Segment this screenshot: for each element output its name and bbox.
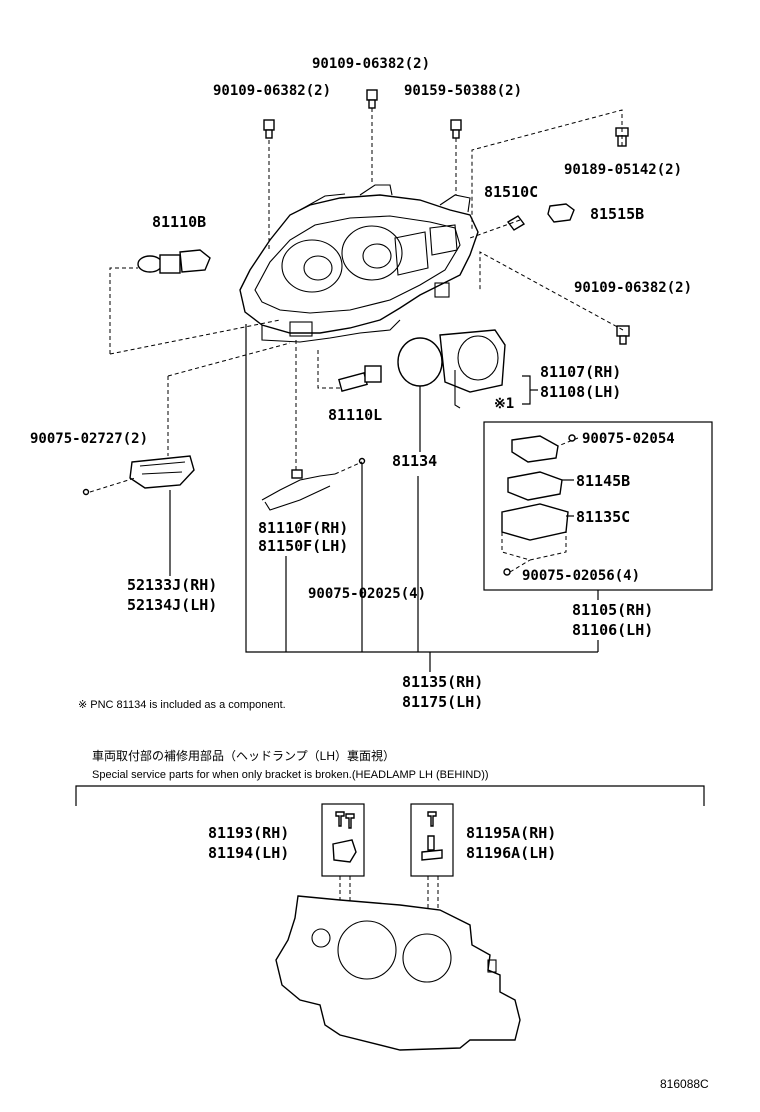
bolt-icon	[263, 119, 275, 139]
label-service-left-rh: 81193(RH)	[208, 824, 289, 842]
bolt-icon	[616, 325, 630, 345]
screw-icon	[335, 811, 355, 829]
screw-icon	[503, 568, 511, 576]
label-ballast-lh: 81106(LH)	[572, 621, 653, 639]
wire-harness-icon	[261, 469, 336, 511]
label-ballast-screw-bottom: 90075-02056(4)	[522, 568, 640, 584]
gasket-ring-icon	[397, 337, 443, 387]
label-service-right-rh: 81195A(RH)	[466, 824, 556, 842]
section-title-en: Special service parts for when only brac…	[92, 769, 489, 781]
label-top-bolt-left: 90109-06382(2)	[213, 83, 331, 99]
gasket-icon	[507, 471, 563, 501]
section-bracket-line	[75, 785, 705, 806]
figure-code: 816088C	[660, 1077, 709, 1091]
ballast-box-icon	[501, 503, 569, 561]
bracket-piece-icon	[332, 839, 357, 863]
screw-icon	[82, 488, 90, 496]
service-part-box-right	[410, 803, 454, 877]
bulb-icon	[547, 203, 575, 223]
headlamp-rear-view	[275, 895, 521, 1051]
label-ballast-cover: 81135C	[576, 508, 630, 526]
label-top-bolt-center: 90109-06382(2)	[312, 56, 430, 72]
label-wire-screw: 90075-02025(4)	[308, 586, 426, 602]
section-title-jp: 車両取付部の補修用部品（ヘッドランプ（LH）裏面視）	[92, 748, 395, 763]
bracket-piece-icon	[421, 835, 443, 861]
label-bulb-low: 81110L	[328, 406, 382, 424]
label-ballast-screw-top: 90075-02054	[582, 431, 675, 447]
label-bracket-lh: 52134J(LH)	[127, 596, 217, 614]
footnote: ※ PNC 81134 is included as a component.	[78, 699, 286, 711]
label-bracket-rh: 52133J(RH)	[127, 576, 217, 594]
headlamp-housing	[239, 184, 479, 343]
bolt-icon	[366, 89, 378, 109]
label-socket: 81510C	[484, 183, 538, 201]
label-ballast-gasket: 81145B	[576, 472, 630, 490]
label-wire-rh: 81110F(RH)	[258, 519, 348, 537]
label-left-screw: 90075-02727(2)	[30, 431, 148, 447]
label-ballast-rh: 81105(RH)	[572, 601, 653, 619]
label-bulb-high: 81110B	[152, 213, 206, 231]
label-service-left-lh: 81194(LH)	[208, 844, 289, 862]
label-assembly-rh: 81135(RH)	[402, 673, 483, 691]
leader-lines	[89, 108, 624, 672]
computer-unit-icon	[439, 329, 506, 409]
label-right-bolt: 90109-06382(2)	[574, 280, 692, 296]
service-part-box-left	[321, 803, 365, 877]
bracket-icon	[129, 455, 195, 489]
label-computer-lh: 81108(LH)	[540, 383, 621, 401]
screw-icon	[358, 457, 366, 465]
screw-icon	[568, 434, 576, 442]
bulb-icon	[338, 365, 382, 393]
socket-icon	[506, 215, 526, 231]
label-assembly-lh: 81175(LH)	[402, 693, 483, 711]
label-computer-note: ※1	[494, 396, 514, 412]
label-gasket: 81134	[392, 452, 437, 470]
label-right-nut-top: 90189-05142(2)	[564, 162, 682, 178]
ballast-cover-icon	[511, 435, 559, 463]
label-wire-lh: 81150F(LH)	[258, 537, 348, 555]
screw-icon	[450, 119, 462, 139]
label-bulb-small: 81515B	[590, 205, 644, 223]
label-computer-rh: 81107(RH)	[540, 363, 621, 381]
screw-icon	[427, 811, 437, 827]
label-top-screw-right: 90159-50388(2)	[404, 83, 522, 99]
label-service-right-lh: 81196A(LH)	[466, 844, 556, 862]
bulb-icon	[137, 249, 211, 274]
